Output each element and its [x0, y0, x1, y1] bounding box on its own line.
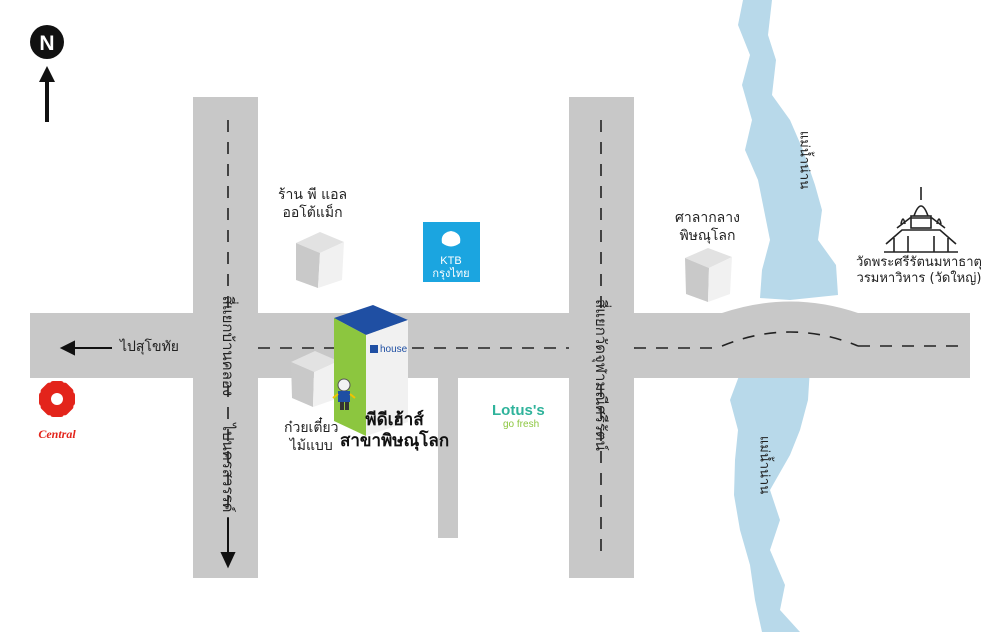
label-noodle-line1: ก๋วยเตี๋ยว	[284, 420, 339, 436]
compass-letter: N	[39, 32, 54, 55]
ktb-line1: KTB	[440, 255, 461, 267]
direction-arrows	[59, 340, 236, 569]
north-arrow-icon: N	[30, 25, 64, 122]
building-city-hall	[685, 248, 732, 302]
label-to-nakhon-sawan: ไปนครสวรรค์	[219, 423, 237, 513]
building-auto-shop	[296, 232, 344, 288]
building-noodle	[291, 351, 338, 407]
ktb-logo: KTB กรุงไทย	[423, 222, 480, 282]
temple-icon	[884, 187, 958, 253]
label-river-south: แม่น้ำน่าน	[756, 435, 772, 495]
lotus-name: Lotus's	[492, 402, 545, 419]
label-noodle-line2: ไม้แบบ	[289, 437, 333, 454]
label-noodle: ก๋วยเตี๋ยว ไม้แบบ	[284, 420, 338, 455]
label-temple-line2: วรมหาวิหาร (วัดใหญ่)	[856, 271, 982, 287]
pd-house-sign: house	[380, 344, 408, 355]
label-pd-house: พีดีเฮ้าส์ สาขาพิษณุโลก	[340, 410, 449, 453]
lotus-logo: Lotus's go fresh	[492, 402, 545, 430]
label-auto-shop-line1: ร้าน พี แอล	[278, 187, 348, 203]
worker-mascot-icon	[332, 378, 356, 410]
label-city-hall-line1: ศาลากลาง	[675, 210, 740, 226]
central-name: Central	[38, 427, 76, 441]
label-temple: วัดพระศรีรัตนมหาธาตุ วรมหาวิหาร (วัดใหญ่…	[856, 255, 982, 288]
road-network	[30, 97, 970, 578]
road-markings	[227, 120, 960, 560]
label-river-north: แม่น้ำน่าน	[796, 130, 812, 190]
label-pd-house-line2: สาขาพิษณุโลก	[340, 431, 450, 452]
label-city-hall: ศาลากลาง พิษณุโลก	[675, 210, 740, 245]
label-pd-house-line1: พีดีเฮ้าส์	[365, 410, 424, 430]
label-temple-line1: วัดพระศรีรัตนมหาธาตุ	[856, 255, 982, 270]
ktb-line2: กรุงไทย	[432, 267, 469, 280]
central-logo: Central	[38, 381, 76, 441]
lotus-sub: go fresh	[503, 419, 539, 430]
label-west-road: สี่แยกบ้านคลอง	[219, 295, 237, 397]
label-auto-shop: ร้าน พี แอล ออโต้แม็ก	[278, 187, 347, 222]
label-to-sukhothai: ไปสุโขทัย	[120, 339, 179, 355]
river-north	[738, 0, 838, 300]
river-south	[730, 368, 810, 632]
label-city-hall-line2: พิษณุโลก	[679, 227, 736, 244]
label-east-road: สี่แยกวัดจุฬามณีศรีรัตน์	[592, 299, 610, 451]
label-auto-shop-line2: ออโต้แม็ก	[282, 204, 343, 221]
